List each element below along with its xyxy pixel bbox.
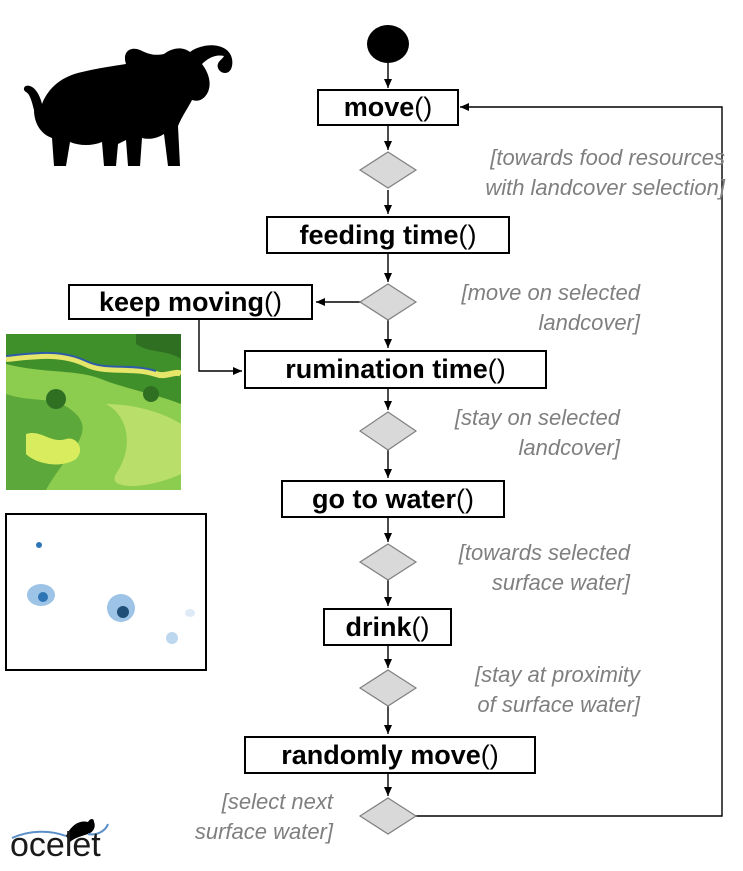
activity-label: keep moving — [98, 286, 265, 317]
activity-drink: drink() — [323, 608, 452, 646]
activity-parens: () — [264, 286, 283, 317]
activity-parens: () — [480, 739, 499, 770]
activity-randomly-move: randomly move() — [244, 736, 536, 774]
activity-parens: () — [414, 92, 433, 122]
decision-diamond — [358, 151, 418, 189]
activity-move: move() — [317, 89, 459, 126]
guard-line: [towards food resources — [490, 145, 725, 170]
activity-parens: () — [456, 483, 474, 514]
ocelet-logo: ocelet — [10, 826, 101, 864]
guard-line: [towards selected — [458, 540, 630, 565]
activity-parens: () — [487, 354, 506, 384]
activity-keep-moving: keep moving() — [68, 284, 313, 320]
buffalo-icon — [23, 45, 233, 166]
landcover-map — [6, 334, 181, 490]
activity-go-to-water: go to water() — [281, 480, 505, 518]
guard-towards-surface-water: [towards selected surface water] — [459, 538, 630, 598]
guard-towards-food: [towards food resources with landcover s… — [485, 143, 725, 203]
guard-stay-on-landcover: [stay on selected landcover] — [455, 403, 620, 463]
activity-label: rumination time — [285, 354, 488, 384]
decision-diamond — [358, 797, 418, 835]
activity-label: feeding time — [299, 219, 459, 250]
guard-line: surface water] — [491, 570, 630, 595]
guard-line: [select next — [221, 789, 333, 814]
guard-line: landcover] — [518, 435, 620, 460]
activity-label: move — [343, 92, 415, 122]
guard-move-on-landcover: [move on selected landcover] — [461, 278, 640, 338]
activity-feeding-time: feeding time() — [266, 216, 510, 254]
activity-label: drink — [345, 611, 412, 642]
guard-line: [stay at proximity — [474, 662, 640, 687]
guard-line: [stay on selected — [454, 405, 620, 430]
start-node — [367, 25, 409, 63]
guard-select-next-water: [select next surface water] — [195, 787, 333, 847]
activity-rumination-time: rumination time() — [244, 350, 547, 389]
activity-label: randomly move — [281, 739, 481, 770]
activity-parens: () — [458, 219, 477, 250]
decision-diamond — [358, 411, 418, 451]
guard-line: landcover] — [538, 310, 640, 335]
guard-line: [move on selected — [461, 280, 640, 305]
guard-line: with landcover selection] — [485, 175, 725, 200]
ocelet-cat-icon — [11, 819, 109, 842]
surface-water-map — [5, 513, 207, 671]
decision-diamond — [358, 283, 418, 321]
decision-diamond — [358, 543, 418, 581]
guard-line: of surface water] — [477, 692, 640, 717]
guard-proximity-water: [stay at proximity of surface water] — [475, 660, 640, 720]
activity-parens: () — [411, 611, 430, 642]
decision-diamond — [358, 669, 418, 707]
activity-label: go to water — [312, 483, 457, 514]
guard-line: surface water] — [194, 819, 333, 844]
